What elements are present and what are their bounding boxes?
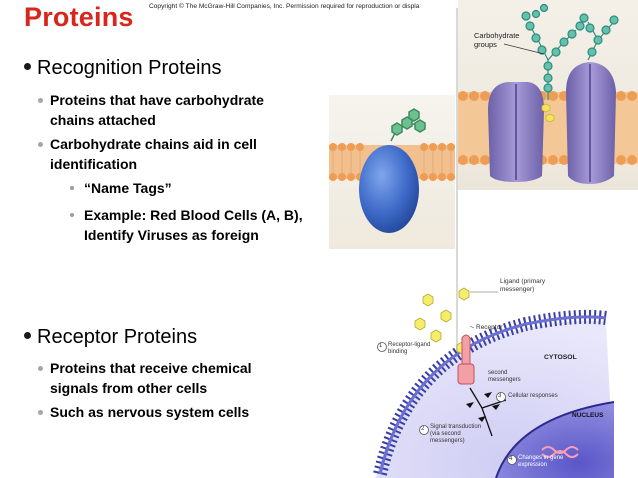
heading-recognition-proteins: Recognition Proteins	[24, 57, 222, 80]
bullet-carbohydrate-attached: Proteins that have carbohydrate chains a…	[38, 90, 305, 130]
carbohydrate-groups-figure: Carbohydrate groups	[458, 0, 638, 190]
second-messengers-label: second messengers	[488, 370, 521, 383]
bullet-icon	[24, 63, 31, 70]
slide-border-line	[456, 8, 458, 468]
bullet-text: Such as nervous system cells	[50, 404, 250, 420]
step-number-4-label: 4	[509, 456, 513, 462]
bullet-text: Carbohydrate chains aid in cell identifi…	[50, 136, 257, 172]
bullet-icon	[38, 98, 43, 103]
recognition-protein-figure	[329, 95, 455, 249]
heading-receptor-proteins: Receptor Proteins	[24, 326, 197, 349]
bullet-text: Example: Red Blood Cells (A, B), Identif…	[84, 207, 303, 243]
step-number-3-label: 3	[498, 393, 502, 399]
bullet-text: “Name Tags”	[84, 180, 172, 196]
step2-label: Signal transduction (via second messenge…	[430, 424, 482, 444]
ligand-label: Ligand (primary messenger)	[500, 278, 546, 293]
heading-text: Receptor Proteins	[37, 326, 198, 348]
step-number-1-label: 1	[379, 343, 383, 349]
cytosol-label: CYTOSOL	[544, 354, 577, 361]
bullet-chemical-signals: Proteins that receive chemical signals f…	[38, 358, 300, 398]
receptor-signaling-figure: 1 Ligand (primary messenger) Receptor CY…	[366, 278, 614, 478]
nucleus-label: NUCLEUS	[572, 412, 604, 419]
carbohydrate-groups-label: Carbohydrate groups	[474, 31, 520, 49]
bullet-icon	[70, 213, 74, 217]
bullet-text: Proteins that receive chemical signals f…	[50, 360, 252, 396]
bullet-nervous-system: Such as nervous system cells	[38, 402, 300, 422]
slide-title: Proteins	[24, 2, 134, 32]
bullet-icon	[38, 142, 43, 147]
subbullet-name-tags: “Name Tags”	[70, 178, 324, 198]
heading-text: Recognition Proteins	[37, 57, 222, 79]
step-number-2-label: 2	[421, 426, 425, 432]
receptor-label: Receptor	[476, 324, 503, 331]
bullet-icon	[38, 410, 43, 415]
step4-label: Changes in gene expression	[518, 455, 564, 468]
step1-label: Receptor-ligand binding	[388, 342, 431, 355]
step3-label: Cellular responses	[508, 393, 558, 399]
bullet-cell-identification: Carbohydrate chains aid in cell identifi…	[38, 134, 305, 174]
copyright-notice: Copyright © The McGraw-Hill Companies, I…	[149, 3, 420, 10]
bullet-text: Proteins that have carbohydrate chains a…	[50, 92, 264, 128]
subbullet-example: Example: Red Blood Cells (A, B), Identif…	[70, 205, 332, 245]
bullet-icon	[70, 186, 74, 190]
bullet-icon	[24, 332, 31, 339]
bullet-icon	[38, 366, 43, 371]
